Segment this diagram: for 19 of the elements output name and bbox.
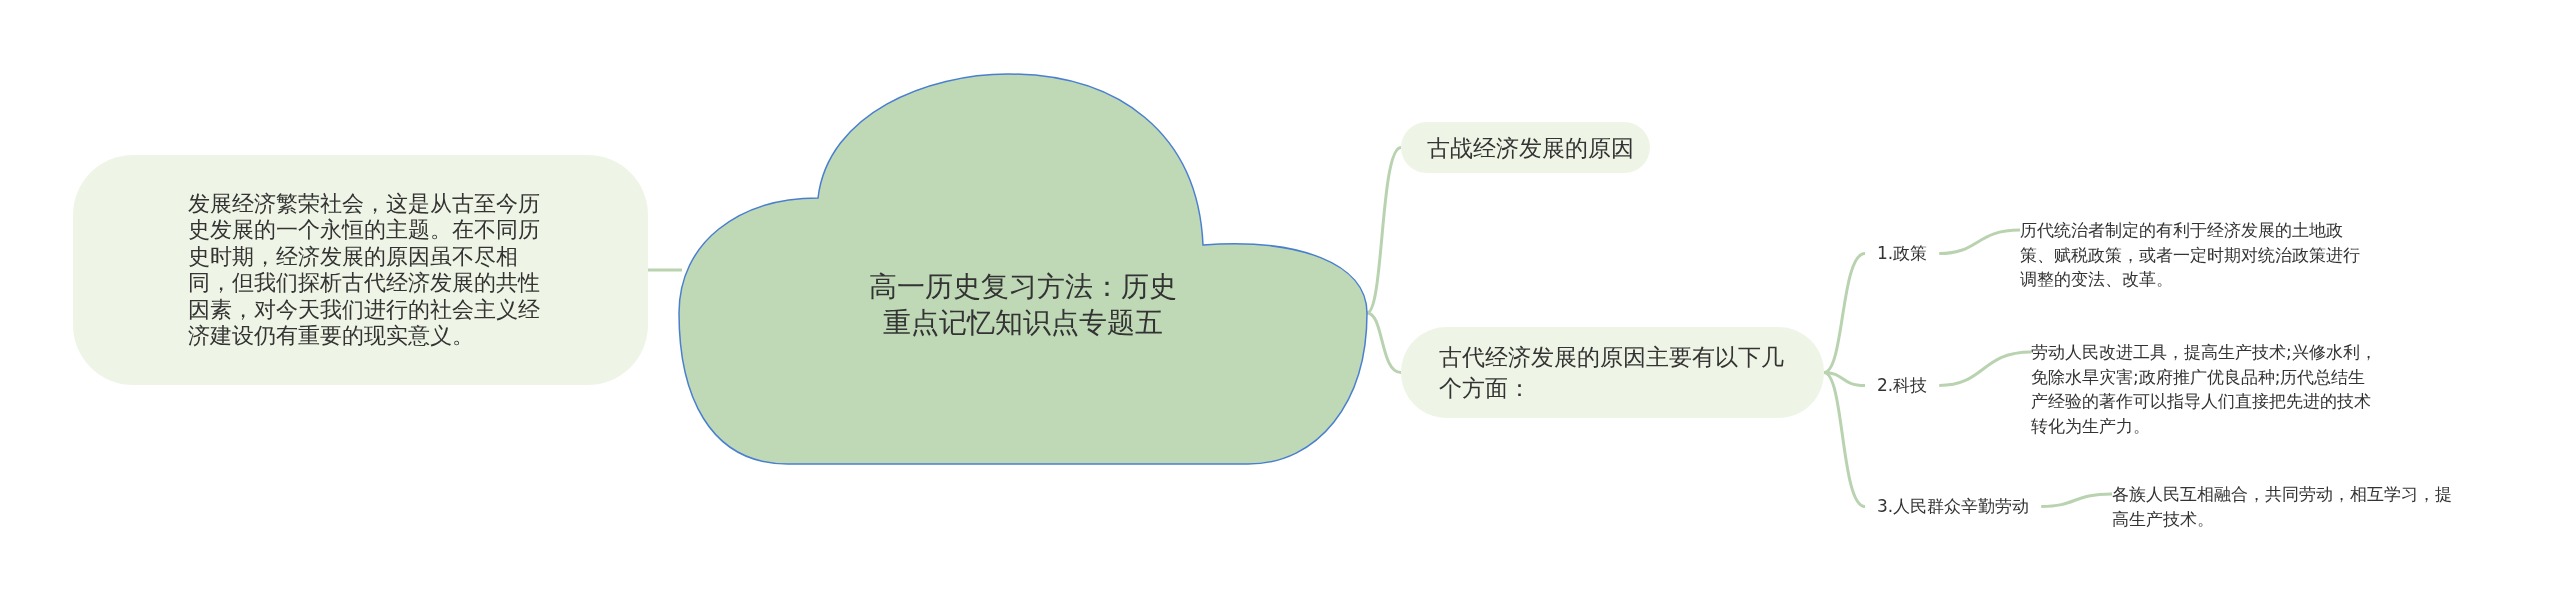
connector-line bbox=[1366, 146, 1402, 315]
connector-line bbox=[1939, 350, 2032, 387]
branch-label: 2.科技 bbox=[1865, 372, 1940, 399]
description-text: 劳动人民改进工具，提高生产技术;兴修水利，免除水旱灾害;政府推广优良品种;历代总结生产经验的著作可以指导人们直接把先进的技术转化为生产力。 bbox=[2031, 340, 2381, 438]
connector-line bbox=[1366, 311, 1402, 374]
connector-line bbox=[648, 268, 682, 272]
description-text: 历代统治者制定的有利于经济发展的土地政策、赋税政策，或者一定时期对统治政策进行调整的变法、改革。 bbox=[2020, 218, 2370, 292]
topic-pill: 发展经济繁荣社会，这是从古至今历史发展的一个永恒的主题。在不同历史时期，经济发展的原因虽不尽相同，但我们探析古代经济发展的共性因素，对今天我们进行的社会主义经济建设仍有重要的现实意义。 bbox=[73, 155, 648, 385]
connector-line bbox=[1939, 228, 2021, 255]
branch-label: 3.人民群众辛勤劳动 bbox=[1865, 493, 2042, 520]
branch-label: 1.政策 bbox=[1865, 240, 1940, 267]
connector-line bbox=[1823, 371, 1866, 387]
description-text: 各族人民互相融合，共同劳动，相互学习，提高生产技术。 bbox=[2112, 482, 2462, 531]
connector-line bbox=[2041, 492, 2113, 508]
connector-line bbox=[1823, 371, 1866, 508]
topic-pill: 古战经济发展的原因 bbox=[1401, 122, 1650, 173]
topic-text: 高一历史复习方法：历史重点记忆知识点专题五 bbox=[868, 269, 1178, 341]
topic-pill: 古代经济发展的原因主要有以下几个方面： bbox=[1401, 327, 1824, 418]
connector-line bbox=[1823, 252, 1866, 374]
